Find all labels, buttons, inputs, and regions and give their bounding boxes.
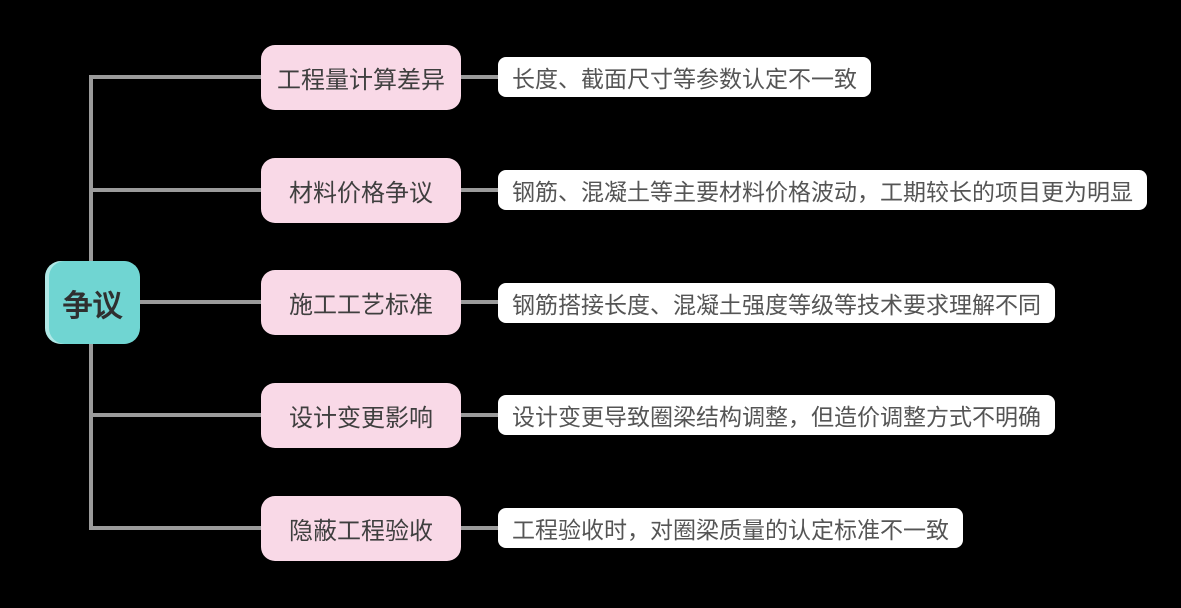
root-node[interactable]: 争议 bbox=[45, 261, 140, 344]
topic-node-label: 隐蔽工程验收 bbox=[289, 518, 433, 545]
branch-connector-line bbox=[89, 526, 264, 530]
note-connector-line bbox=[460, 413, 498, 417]
note-connector-line bbox=[460, 526, 498, 530]
root-node-label: 争议 bbox=[62, 289, 123, 323]
note-card[interactable]: 钢筋、混凝土等主要材料价格波动，工期较长的项目更为明显 bbox=[498, 170, 1147, 210]
topic-node[interactable]: 材料价格争议 bbox=[261, 158, 461, 223]
topic-node[interactable]: 施工工艺标准 bbox=[261, 270, 461, 335]
note-card-label: 钢筋、混凝土等主要材料价格波动，工期较长的项目更为明显 bbox=[512, 179, 1133, 205]
note-card-label: 长度、截面尺寸等参数认定不一致 bbox=[512, 66, 857, 92]
branch-connector-line bbox=[89, 75, 264, 79]
note-card-label: 钢筋搭接长度、混凝土强度等级等技术要求理解不同 bbox=[512, 292, 1041, 318]
note-card-label: 工程验收时，对圈梁质量的认定标准不一致 bbox=[512, 517, 949, 543]
note-connector-line bbox=[460, 188, 498, 192]
topic-node[interactable]: 隐蔽工程验收 bbox=[261, 496, 461, 561]
branch-connector-line bbox=[89, 188, 264, 192]
note-card[interactable]: 设计变更导致圈梁结构调整，但造价调整方式不明确 bbox=[498, 395, 1055, 435]
topic-node-label: 设计变更影响 bbox=[289, 405, 433, 432]
note-card[interactable]: 工程验收时，对圈梁质量的认定标准不一致 bbox=[498, 508, 963, 548]
topic-node-label: 工程量计算差异 bbox=[277, 67, 445, 94]
note-card-label: 设计变更导致圈梁结构调整，但造价调整方式不明确 bbox=[512, 404, 1041, 430]
note-card[interactable]: 长度、截面尺寸等参数认定不一致 bbox=[498, 57, 871, 97]
topic-node-label: 施工工艺标准 bbox=[289, 292, 433, 319]
topic-node-label: 材料价格争议 bbox=[289, 180, 433, 207]
branch-connector-line bbox=[89, 300, 264, 304]
note-connector-line bbox=[460, 300, 498, 304]
branch-connector-line bbox=[89, 413, 264, 417]
note-card[interactable]: 钢筋搭接长度、混凝土强度等级等技术要求理解不同 bbox=[498, 283, 1055, 323]
topic-node[interactable]: 工程量计算差异 bbox=[261, 45, 461, 110]
note-connector-line bbox=[460, 75, 498, 79]
topic-node[interactable]: 设计变更影响 bbox=[261, 383, 461, 448]
